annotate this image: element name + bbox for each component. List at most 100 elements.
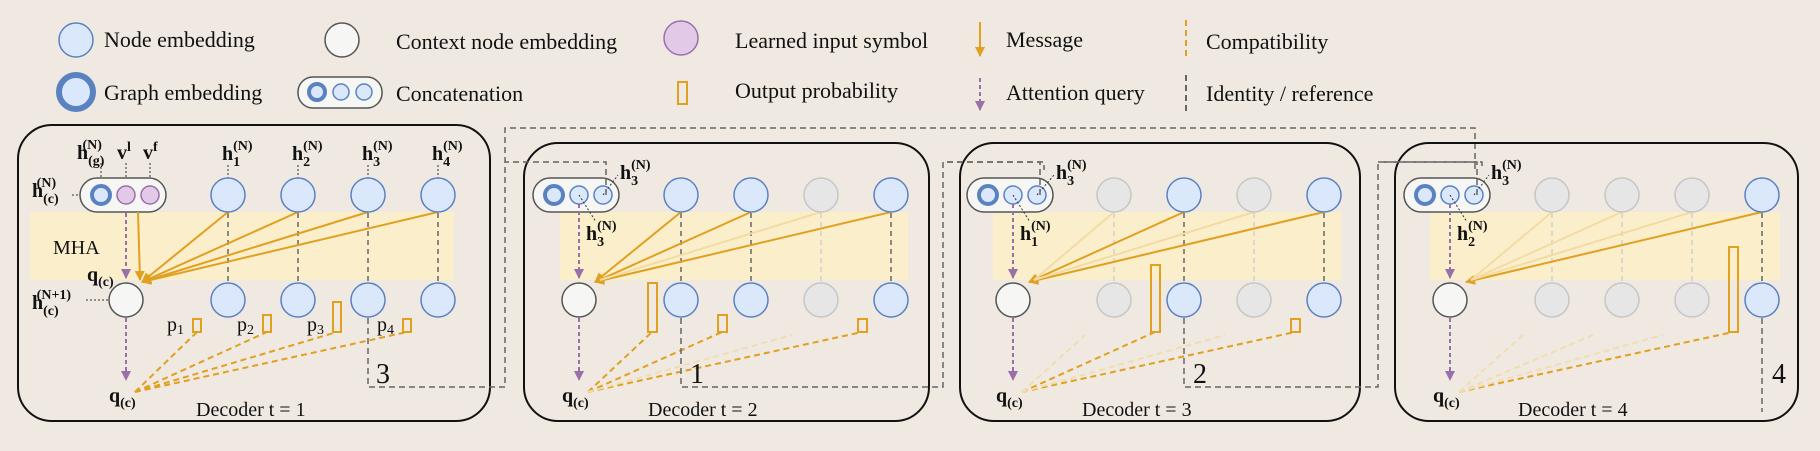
mha-label: MHA <box>53 237 100 259</box>
faded-compatibility-lines <box>1021 334 1226 393</box>
query-label-bottom: q(c) <box>562 385 589 411</box>
context-node-embedding-label: Context node embedding <box>396 29 617 54</box>
bottom-node-1 <box>663 282 699 318</box>
top-node-4 <box>1306 177 1342 213</box>
top-nodes <box>1166 177 1342 213</box>
v1-label: vl <box>117 140 131 164</box>
identity-lines <box>680 213 892 281</box>
selected-node-reference <box>680 161 1045 388</box>
bottom-node-1-visited <box>1534 282 1570 318</box>
top-node-4 <box>420 177 456 213</box>
top-node-3 <box>350 177 386 213</box>
prob-bar-1 <box>192 318 202 333</box>
top-node-2 <box>1166 177 1202 213</box>
context-output-node <box>108 282 144 318</box>
bottom-node-1 <box>210 282 246 318</box>
prob-bar-4 <box>1290 318 1301 333</box>
top-nodes <box>210 177 456 213</box>
bot-h-ref-line <box>1449 194 1468 223</box>
context-output-node <box>995 282 1031 318</box>
bottom-node-2 <box>733 282 769 318</box>
compatibility-lines <box>134 331 408 393</box>
message-arrows <box>594 211 892 285</box>
compatibility-lines <box>587 331 863 393</box>
identity-reference-label: Identity / reference <box>1206 81 1373 106</box>
context-concat <box>1403 177 1491 213</box>
selected-node-reference <box>367 127 1476 388</box>
context-concat <box>79 177 167 213</box>
faded-identity-lines <box>1551 213 1693 281</box>
context-output-node <box>1432 282 1468 318</box>
identity-lines <box>227 213 439 281</box>
bottom-node-4 <box>1744 282 1780 318</box>
bot-h-ref-line <box>578 194 597 223</box>
prob-bar-4 <box>402 318 412 333</box>
top-node-1-visited <box>1534 177 1570 213</box>
output-probability-icon <box>677 81 688 105</box>
mha-band <box>560 212 908 280</box>
learned-symbol-last <box>140 185 160 205</box>
top-node-1 <box>663 177 699 213</box>
mha-band <box>1430 212 1780 280</box>
learned-symbol-first <box>116 185 136 205</box>
prob-bar-4 <box>857 318 868 333</box>
output-probability-label: Output probability <box>735 78 898 103</box>
message-arrows <box>1028 211 1325 285</box>
faded-message-arrow <box>599 211 822 281</box>
bot-h-ref-line <box>1012 194 1031 223</box>
prob-label-1: p1 <box>167 314 184 338</box>
graph-embedding-node <box>543 184 565 206</box>
visited-bottom-nodes <box>1096 282 1272 318</box>
message-arrows <box>134 211 439 285</box>
prob-bar-3 <box>332 301 342 333</box>
attention-query-label: Attention query <box>1006 80 1145 105</box>
top-node-2-visited <box>1604 177 1640 213</box>
graph-embedding-node <box>977 184 999 206</box>
compatibility-lines <box>1021 331 1296 393</box>
query-label-bottom: q(c) <box>1433 385 1460 411</box>
query-label-bottom: q(c) <box>109 385 136 411</box>
bottom-nodes <box>210 282 456 318</box>
decoder-panel-t3: h3(N) h1(N) <box>943 142 1483 422</box>
probability-bars <box>1150 264 1301 333</box>
vf-label: vf <box>143 140 158 164</box>
faded-message-arrows <box>1470 211 1693 281</box>
visited-top-nodes <box>1096 177 1272 213</box>
bottom-node-2 <box>280 282 316 318</box>
context-concat <box>966 177 1054 213</box>
selected-node-reference <box>1183 161 1483 388</box>
graph-embedding-symbol <box>56 72 96 112</box>
top-node-4 <box>873 177 909 213</box>
top-h-label: h3(N) <box>620 158 651 189</box>
learned-input-symbol-icon <box>663 20 699 56</box>
top-node-ref-lines <box>227 165 439 178</box>
bottom-nodes <box>1166 282 1342 318</box>
bot-h-label: h1(N) <box>1020 219 1051 250</box>
graph-embedding-label: Graph embedding <box>104 80 262 105</box>
bottom-node-3-visited <box>803 282 839 318</box>
identity-lines <box>1183 213 1325 281</box>
node-4-label: h4(N) <box>432 139 463 170</box>
top-node-3-visited <box>1236 177 1272 213</box>
context-output-node <box>561 282 597 318</box>
bottom-node-3 <box>350 282 386 318</box>
message-label: Message <box>1006 27 1083 52</box>
first-node-reference <box>505 161 607 195</box>
top-node-2 <box>280 177 316 213</box>
probability-bars <box>647 282 868 333</box>
panel-frame <box>959 142 1361 422</box>
prob-label-2: p2 <box>237 314 254 338</box>
bottom-node-3-visited <box>1674 282 1710 318</box>
top-h-label: h3(N) <box>1056 158 1087 189</box>
output-node-number: 3 <box>376 359 390 390</box>
panel-title: Decoder t = 2 <box>648 399 758 421</box>
hc1-label: h(c)(N+1) <box>32 288 71 319</box>
prob-bar-2 <box>717 314 728 333</box>
node-1-label: h1(N) <box>222 139 253 170</box>
prob-label-4: p4 <box>377 314 394 338</box>
decoder-panel-t4: h3(N) h2(N) <box>1378 142 1799 422</box>
graph-embedding-node <box>1414 184 1436 206</box>
concatenation-label: Concatenation <box>396 81 523 106</box>
prob-bar-2 <box>262 314 272 333</box>
